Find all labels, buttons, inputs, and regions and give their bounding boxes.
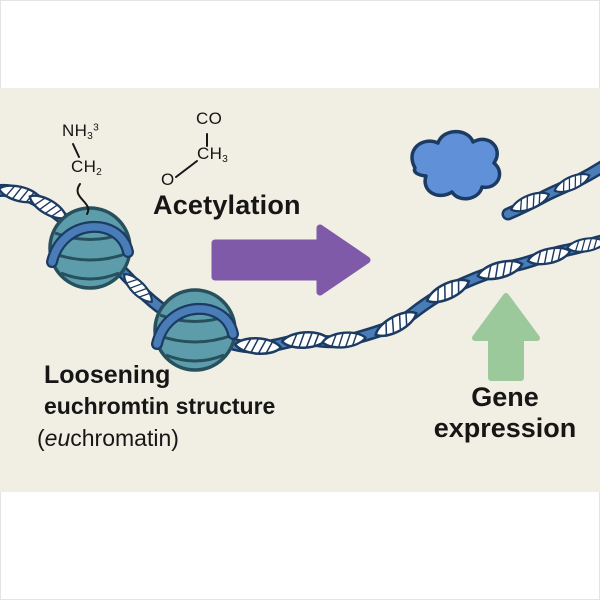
caption-line-1: Loosening	[44, 361, 171, 389]
bond-oxygen-methyl	[175, 160, 198, 178]
acetylation-label: Acetylation	[153, 190, 301, 220]
bond-amine-methylene	[72, 143, 80, 158]
amine-base: NH	[62, 121, 88, 140]
methyl-base: CH	[197, 144, 223, 163]
methyl-subscript: 3	[222, 154, 229, 166]
caption-italic-part: eu	[44, 425, 71, 451]
acetylation-arrow	[211, 224, 371, 296]
caption-paren: (	[37, 425, 45, 451]
panel-background	[0, 88, 600, 492]
methylene-group-label: CH2	[71, 157, 102, 178]
histone-tail	[76, 183, 90, 215]
gene-expression-line-1: Gene	[471, 382, 539, 412]
methylene-base: CH	[71, 157, 97, 176]
carbonyl-group-label: CO	[196, 109, 223, 128]
gene-expression-label: Gene expression	[410, 382, 600, 445]
gene-expression-line-2: expression	[433, 413, 577, 444]
chemical-bonds	[72, 133, 208, 215]
amine-subscript: 3	[87, 131, 94, 143]
amine-group-label: NH33	[62, 121, 99, 142]
transcription-protein-blob	[410, 129, 502, 201]
gene-expression-arrow	[472, 293, 540, 381]
oxygen-label: O	[161, 170, 175, 189]
methylene-subscript: 2	[96, 167, 103, 179]
caption-rest: chromatin)	[70, 425, 179, 451]
methyl-group-label: CH3	[197, 144, 228, 165]
caption-line-3: (euchromatin)	[37, 425, 179, 452]
caption-line-2: euchromtin structure	[44, 393, 276, 419]
amine-superscript: 3	[93, 122, 100, 134]
